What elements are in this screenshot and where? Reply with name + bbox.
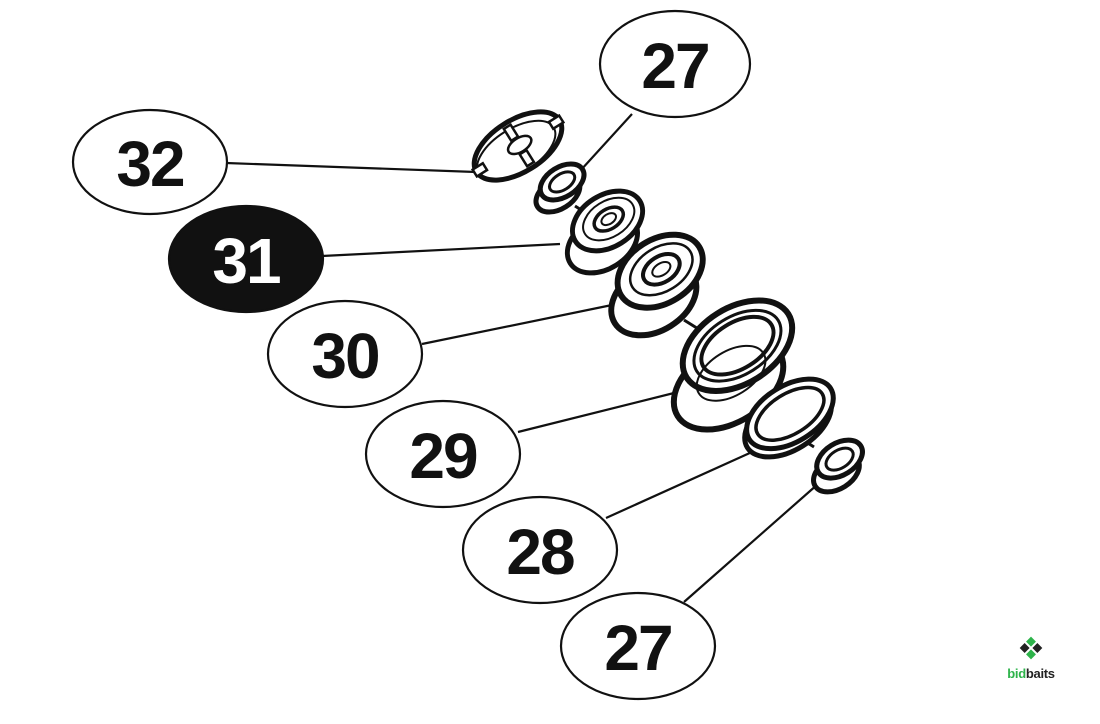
callout-27-bottom: 27 bbox=[559, 591, 717, 701]
part-27-bottom-spacer-ring bbox=[811, 437, 865, 495]
callout-28: 28 bbox=[461, 495, 619, 605]
leader-29 bbox=[517, 390, 679, 434]
part-32-slotted-washer bbox=[470, 109, 566, 183]
callout-label-29: 29 bbox=[409, 420, 477, 492]
callout-27-top: 27 bbox=[598, 9, 752, 119]
leader-31 bbox=[321, 242, 561, 258]
callout-label-31: 31 bbox=[212, 225, 280, 297]
part-31-small-bearing bbox=[564, 188, 646, 276]
leader-lines bbox=[225, 113, 819, 603]
callout-29: 29 bbox=[364, 399, 522, 509]
callout-label-27-top: 27 bbox=[641, 30, 708, 102]
part-27-top-spacer-ring bbox=[533, 161, 587, 215]
callout-label-32: 32 bbox=[116, 128, 184, 200]
leader-28 bbox=[605, 450, 753, 520]
callout-label-28: 28 bbox=[506, 516, 574, 588]
bidbaits-diamond-icon bbox=[1019, 636, 1043, 660]
bidbaits-wordmark: bidbaits bbox=[1007, 666, 1055, 681]
part-28-thin-ring bbox=[742, 376, 836, 460]
callout-label-27-bottom: 27 bbox=[604, 612, 671, 684]
callout-30: 30 bbox=[266, 299, 424, 409]
part-30-medium-bearing bbox=[608, 231, 706, 339]
leader-32 bbox=[225, 161, 477, 174]
callout-label-30: 30 bbox=[311, 320, 378, 392]
bidbaits-logo: bidbaits bbox=[996, 636, 1066, 681]
callout-31-highlighted: 31 bbox=[167, 204, 325, 314]
leader-30 bbox=[421, 303, 613, 346]
callout-32: 32 bbox=[71, 108, 229, 216]
leader-27-bottom bbox=[683, 483, 819, 603]
